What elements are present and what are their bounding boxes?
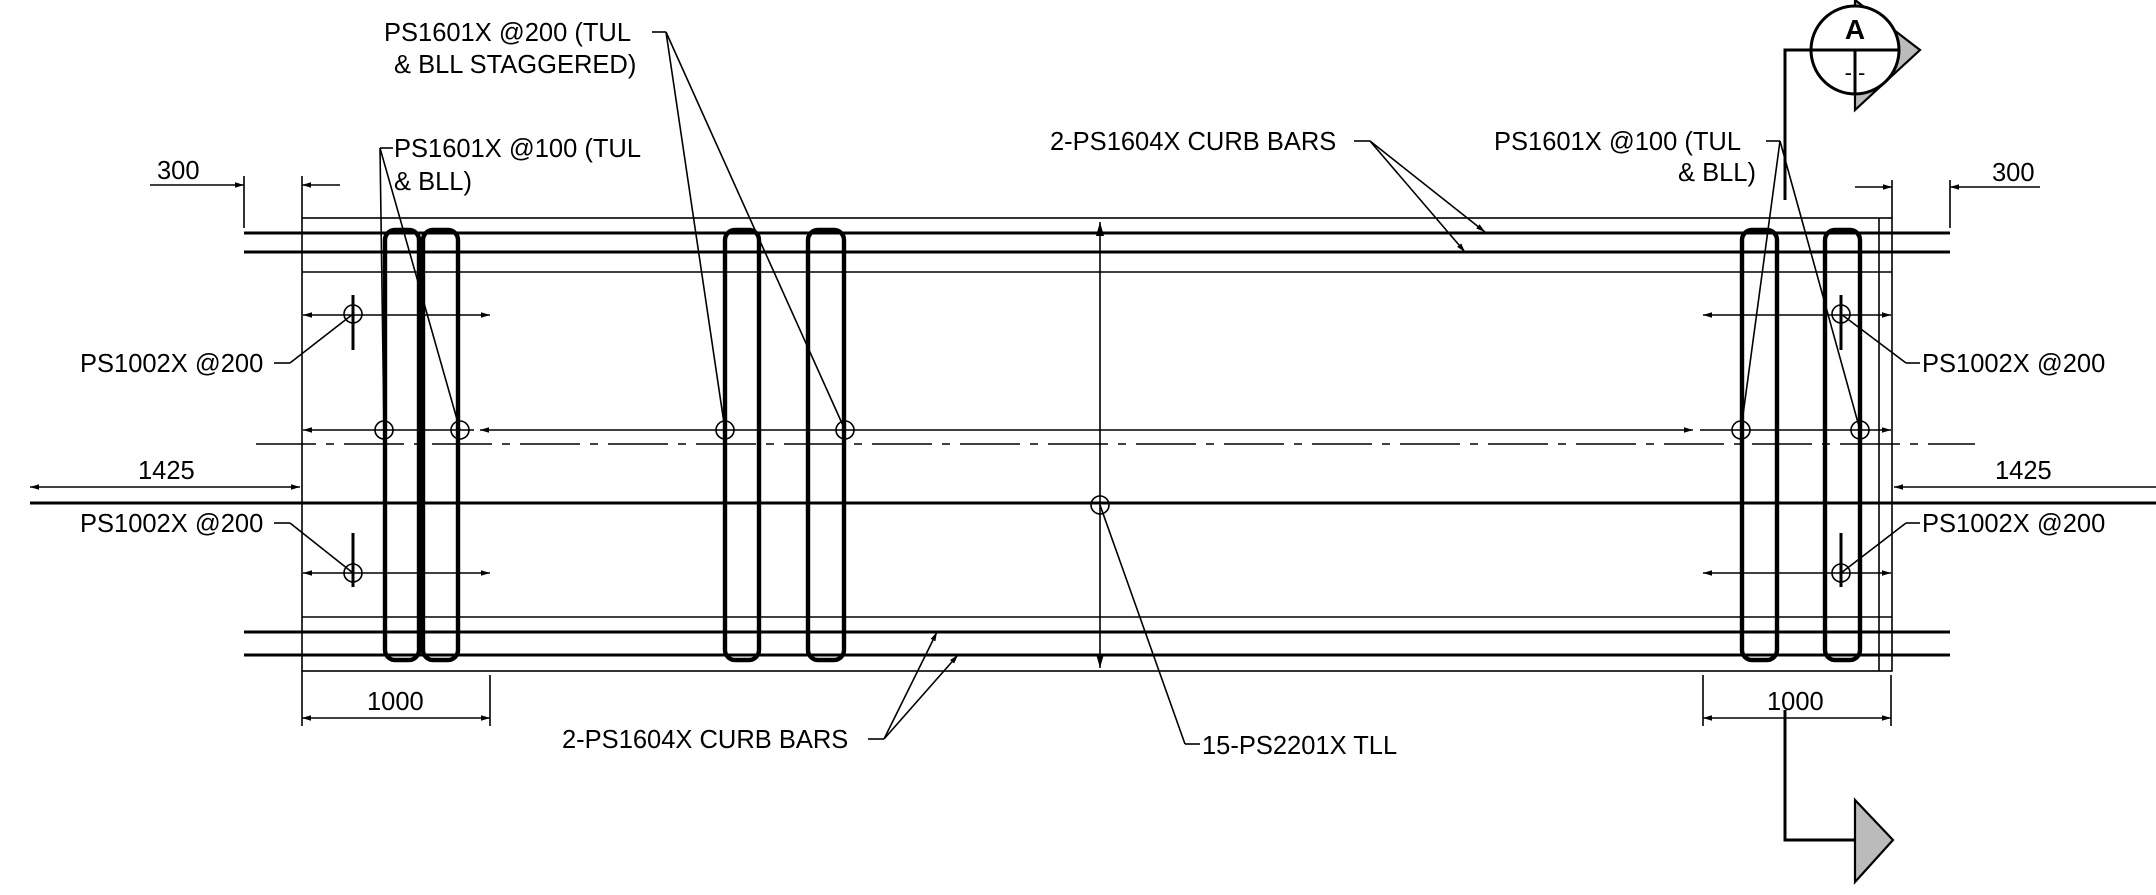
dim-right-top-offset: 300 [1992,159,2035,187]
dim-right-bottom: 1000 [1767,688,1824,716]
dim-left-bottom: 1000 [367,688,424,716]
dim-right-length: 1425 [1995,457,2052,485]
leaders [274,31,1920,745]
stirrup-loops [382,227,1863,663]
dimension-lines [30,176,2156,726]
short-end-bars [351,295,1843,587]
label-tll: 15-PS2201X TLL [1202,732,1397,760]
label-ps1601-100-left-line2: & BLL) [394,168,472,196]
section-letter: A [1845,14,1865,45]
label-ps1601-100-left-line1: PS1601X @100 (TUL [394,135,641,163]
label-ps1601-200-line1: PS1601X @200 (TUL [384,19,631,47]
label-ps1002-right-bottom: PS1002X @200 [1922,510,2105,538]
dim-left-length: 1425 [138,457,195,485]
label-ps1002-left-top: PS1002X @200 [80,350,263,378]
ps1002-extents [303,312,1891,576]
label-curb-bars-top: 2-PS1604X CURB BARS [1050,128,1336,156]
annotations: PS1601X @200 (TUL & BLL STAGGERED) PS160… [80,14,2105,760]
section-sheet: - - [1845,60,1866,85]
label-curb-bars-bottom: 2-PS1604X CURB BARS [562,726,848,754]
label-ps1601-100-right-line2: & BLL) [1678,159,1756,187]
label-ps1002-left-bottom: PS1002X @200 [80,510,263,538]
label-ps1002-right-top: PS1002X @200 [1922,350,2105,378]
label-ps1601-100-right-line1: PS1601X @100 (TUL [1494,128,1741,156]
curb-bars [244,231,1950,657]
section-cut-marker [1783,0,1922,885]
dim-left-top-offset: 300 [157,157,200,185]
label-ps1601-200-line2: & BLL STAGGERED) [394,51,636,79]
